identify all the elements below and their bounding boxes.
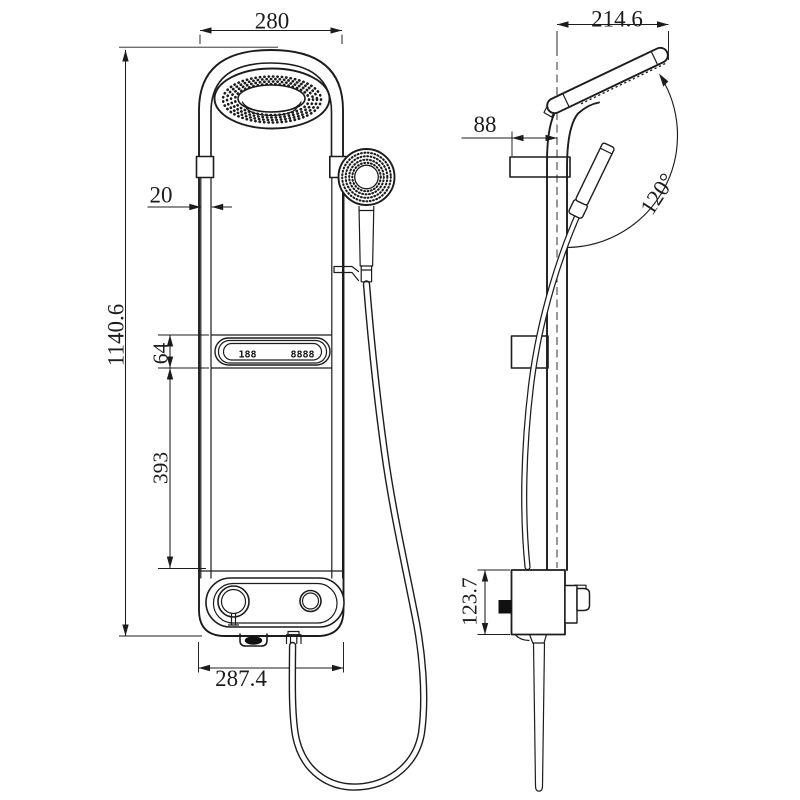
front-overhead-shower (213, 67, 331, 130)
valve-stem (564, 584, 578, 624)
valve-knob-side (576, 587, 591, 612)
wall-bracket-upper (509, 156, 571, 178)
knob-temperature (217, 585, 250, 618)
side-hand-shower (543, 46, 669, 219)
dim-label-top-width: 280 (255, 9, 290, 34)
front-view: 1140.6 280 20 64 (104, 9, 428, 791)
valve-body (510, 569, 566, 636)
side-valve-box (498, 569, 591, 792)
display-temperature-digits: 188 (238, 350, 256, 361)
front-control-panel (205, 577, 345, 647)
dim-total-height: 1140.6 (104, 46, 278, 637)
hose-connector (285, 634, 302, 645)
dim-label-swivel-angle: 120° (635, 169, 680, 219)
dim-label-top-depth: 214.6 (591, 7, 643, 32)
dim-label-total-height: 1140.6 (104, 304, 129, 366)
dim-display-to-base: 393 (149, 368, 206, 569)
hand-shower-handle (575, 142, 615, 206)
front-slide-rails (195, 155, 348, 579)
front-display-module: 188 8888 (214, 337, 331, 366)
dim-top-width: 280 (199, 9, 343, 44)
valve-button (498, 600, 512, 614)
dim-label-bracket-offset: 88 (474, 112, 497, 137)
dim-valve-height: 123.7 (458, 569, 510, 635)
knob-diverter (299, 589, 322, 613)
side-view: 214.6 88 123.7 120° (458, 7, 680, 792)
outlet-hose (532, 642, 546, 792)
dim-label-bottom-width: 287.4 (215, 666, 267, 691)
spout-housing (239, 633, 268, 647)
front-hand-shower (333, 148, 396, 283)
dim-rail-width: 20 (147, 183, 232, 211)
dim-bottom-width: 287.4 (198, 642, 344, 691)
dim-label-valve-height: 123.7 (458, 577, 482, 626)
display-status-digits: 8888 (290, 350, 314, 361)
dim-label-display-to-base: 393 (149, 452, 173, 484)
wall-bracket-lower (510, 335, 549, 369)
knob-lever (227, 612, 240, 626)
spout-outlet (244, 636, 263, 645)
outlet-neck (528, 633, 548, 644)
dim-label-rail-width: 20 (150, 183, 173, 208)
dim-top-depth: 214.6 (556, 7, 669, 60)
dim-bracket-offset: 88 (461, 112, 557, 156)
front-shower-hose (288, 280, 428, 791)
side-shower-hose (521, 207, 583, 571)
shower-head-side (546, 46, 669, 115)
rail-slider-left (195, 155, 215, 179)
dim-label-display-height: 64 (149, 343, 173, 365)
